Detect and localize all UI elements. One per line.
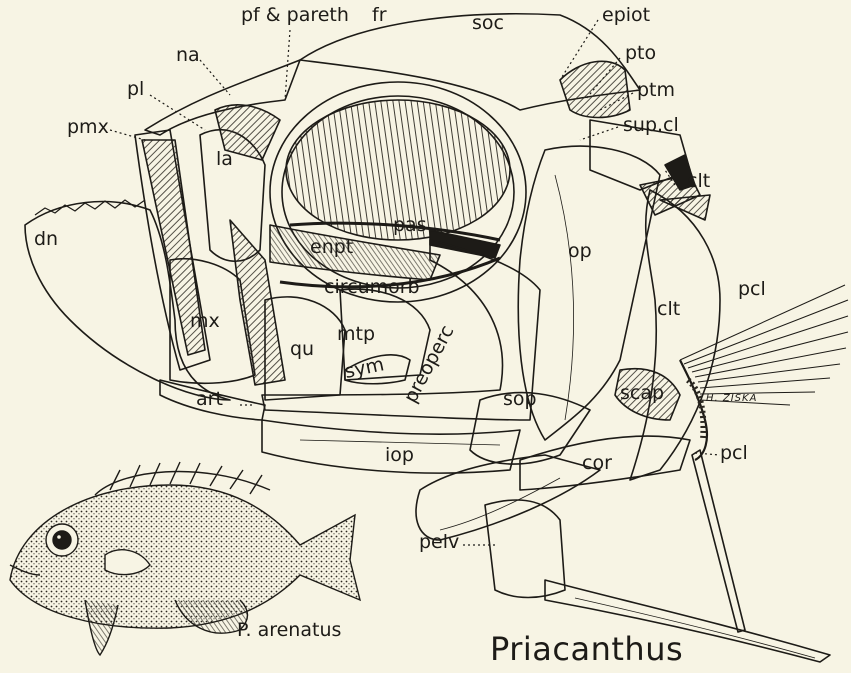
caption-genus: Priacanthus (490, 633, 683, 665)
label-pto: pto (625, 44, 656, 63)
postcleithrum (692, 450, 745, 632)
label-qu: qu (290, 340, 314, 359)
label-pelv: pelv (419, 533, 459, 552)
artist-signature: H. ZISKA (706, 394, 757, 404)
label-pas: pas (393, 216, 427, 235)
label-pcl-bottom: pcl (720, 444, 748, 463)
label-na: na (176, 46, 200, 65)
leader-supcl (580, 127, 618, 140)
pelvic-girdle (416, 455, 600, 540)
label-pcl-top: pcl (738, 280, 766, 299)
label-scap: scap (620, 384, 664, 403)
label-op: op (568, 242, 592, 261)
label-circumorb: circumorb (324, 278, 420, 297)
label-mtp: mtp (337, 325, 375, 344)
label-cor: cor (582, 454, 612, 473)
label-pf-pareth: pf & pareth (241, 6, 349, 25)
label-ptm: ptm (637, 81, 675, 100)
label-iop: iop (385, 446, 414, 465)
label-dn: dn (34, 230, 58, 249)
label-soc: soc (472, 14, 504, 33)
label-clt-top: clt (687, 172, 710, 191)
label-mx: mx (190, 312, 220, 331)
label-epiot: epiot (602, 6, 650, 25)
posttemporal (560, 61, 630, 117)
label-pl: pl (127, 80, 144, 99)
label-sop: sop (503, 390, 537, 409)
label-pmx: pmx (67, 118, 109, 137)
label-sup-cl: sup.cl (623, 116, 679, 135)
label-enpt: enpt (310, 238, 353, 257)
label-fr: fr (372, 6, 387, 25)
label-clt-mid: clt (657, 300, 680, 319)
label-la: la (216, 150, 233, 169)
label-art: art (196, 390, 223, 409)
caption-species: P. arenatus (237, 621, 341, 640)
leader-pcl (695, 453, 720, 455)
